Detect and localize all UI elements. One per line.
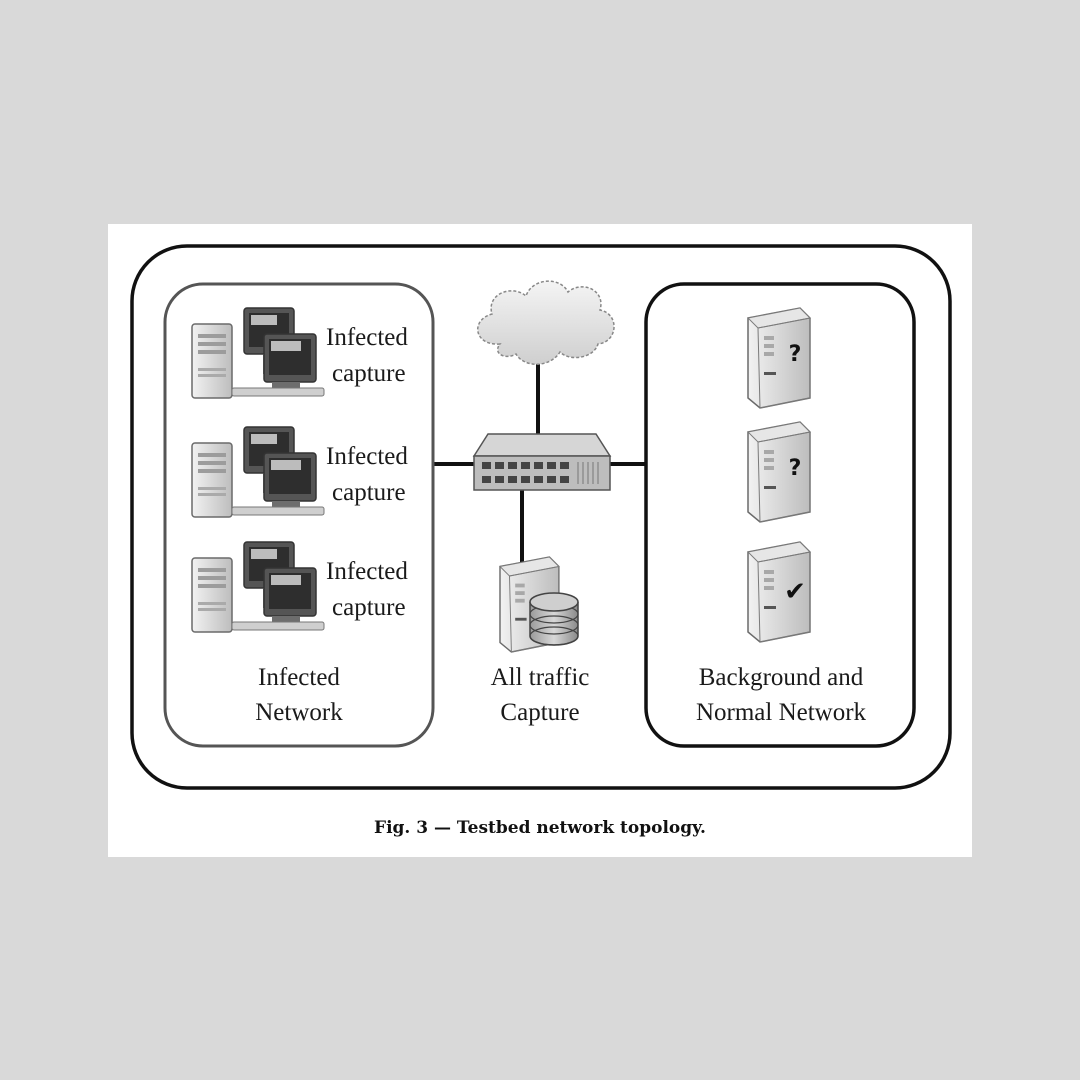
unknown-mark-icon: ? — [789, 456, 802, 481]
normal-server: ✔ — [747, 541, 811, 643]
cloud-icon — [476, 280, 615, 365]
normal-network-title: Normal Network — [696, 699, 867, 726]
figure-caption: Fig. 3 — Testbed network topology. — [374, 818, 706, 838]
workstation-icon — [191, 307, 325, 399]
all-traffic-capture-label: All traffic — [491, 664, 590, 691]
normal-network-group: ? ? ✔ Background and Normal Network — [644, 282, 916, 748]
background-server-2: ? — [747, 421, 811, 523]
topology-diagram: Infected capture Infected capture Infect… — [130, 244, 952, 790]
capture-server-icon — [499, 556, 579, 653]
host-label: Infected — [326, 558, 408, 585]
infected-host-2: Infected capture — [191, 426, 408, 518]
normal-network-title: Background and — [699, 664, 864, 691]
host-label: capture — [332, 360, 406, 387]
switch-icon — [472, 433, 612, 491]
host-label: capture — [332, 594, 406, 621]
host-label: Infected — [326, 443, 408, 470]
host-label: capture — [332, 479, 406, 506]
infected-network-group: Infected capture Infected capture Infect… — [163, 282, 435, 748]
figure: Infected capture Infected capture Infect… — [108, 224, 972, 857]
workstation-icon — [191, 426, 325, 518]
all-traffic-capture-label: Capture — [500, 699, 579, 726]
outer-frame — [130, 244, 952, 790]
background-server-1: ? — [747, 307, 811, 409]
unknown-mark-icon: ? — [789, 342, 802, 367]
network-cables — [434, 364, 645, 569]
infected-network-title: Infected — [258, 664, 340, 691]
host-label: Infected — [326, 324, 408, 351]
infected-host-1: Infected capture — [191, 307, 408, 399]
infected-host-3: Infected capture — [191, 541, 408, 633]
check-mark-icon: ✔ — [784, 577, 806, 607]
workstation-icon — [191, 541, 325, 633]
infected-network-title: Network — [255, 699, 343, 726]
database-icon — [529, 592, 579, 646]
